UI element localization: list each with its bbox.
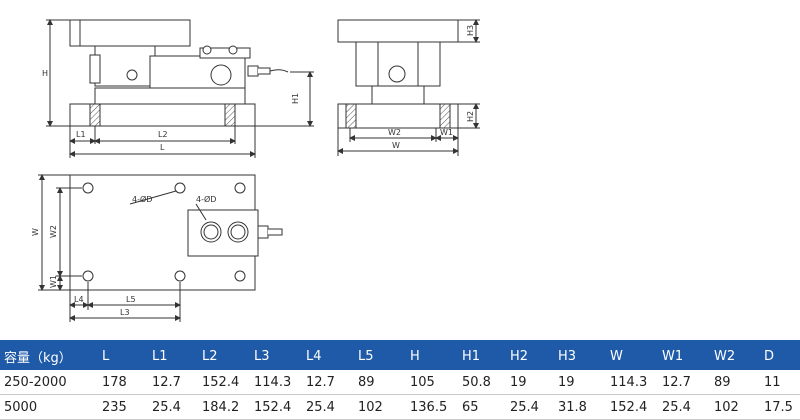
table-cell: 152.4 [254,399,292,415]
dim-label-plan-L4: L4 [74,295,84,304]
column-header: L [102,349,110,364]
table-header-row: 容量（kg） L L1 L2 L3 L4 L5 H H1 H2 H3 W W1 … [0,343,800,370]
table-cell: 25.4 [152,399,181,415]
table-top-border [0,340,800,343]
table-cell: 102 [714,399,739,415]
table-cell: 89 [714,374,731,390]
column-header: W1 [662,349,684,364]
table-cell: 17.5 [764,399,793,415]
table-cell: 235 [102,399,127,415]
technical-drawing: H H1 L1 L2 L H3 H2 W2 W1 W [31,19,480,322]
column-header: H3 [558,349,577,364]
table-cell: 25.4 [306,399,335,415]
table-cell: 12.7 [662,374,691,390]
dim-label-plan-L5: L5 [126,295,136,304]
column-header: H [410,349,420,364]
dim-label-H1: H1 [291,93,300,104]
table-cell: 50.8 [462,374,491,390]
table-cell: 178 [102,374,127,390]
table-cell: 12.7 [306,374,335,390]
column-header: W [610,349,623,364]
dim-label-H3: H3 [466,25,475,36]
dim-label-L: L [160,143,165,152]
table-cell: 25.4 [662,399,691,415]
table-cell: 12.7 [152,374,181,390]
dim-label-L2: L2 [158,130,168,139]
table-cell: 89 [358,374,375,390]
table-cell: 19 [558,374,575,390]
drawing-svg: H H1 L1 L2 L H3 H2 W2 W1 W [31,19,480,322]
table-cell: 19 [510,374,527,390]
table-cell: 5000 [4,399,38,415]
table-row: 250-2000 178 12.7 152.4 114.3 12.7 89 10… [0,370,800,395]
dim-label-plan-L3: L3 [120,308,130,317]
column-header: H2 [510,349,529,364]
column-header: L5 [358,349,374,364]
column-header: L4 [306,349,322,364]
table-cell: 114.3 [610,374,648,390]
table-cell: 11 [764,374,781,390]
dim-label-L1: L1 [76,130,86,139]
dim-label-H2: H2 [466,111,475,122]
column-header: D [764,349,775,364]
table-cell: 250-2000 [4,374,67,390]
table-cell: 184.2 [202,399,240,415]
table-cell: 102 [358,399,383,415]
dim-label-W1: W1 [440,128,453,137]
hole-callout-base: 4-ØD [132,194,152,204]
column-header: L2 [202,349,218,364]
dim-label-plan-W1: W1 [49,275,58,288]
table-cell: 136.5 [410,399,448,415]
dim-label-W: W [392,141,400,150]
dim-label-plan-W2: W2 [49,225,58,238]
plan-view [38,174,283,322]
table-cell: 114.3 [254,374,292,390]
table-cell: 65 [462,399,479,415]
spec-table: 容量（kg） L L1 L2 L3 L4 L5 H H1 H2 H3 W W1 … [0,343,800,420]
front-view [46,19,314,158]
table-cell: 105 [410,374,435,390]
column-header: L3 [254,349,270,364]
table-cell: 152.4 [202,374,240,390]
column-header: L1 [152,349,168,364]
hole-callout-module: 4-ØD [196,194,216,204]
dim-label-plan-W: W [31,228,40,236]
table-cell: 25.4 [510,399,539,415]
dim-label-W2: W2 [388,128,401,137]
table-cell: 152.4 [610,399,648,415]
side-view [337,19,480,156]
column-header: W2 [714,349,736,364]
column-header: 容量（kg） [4,351,72,366]
column-header: H1 [462,349,481,364]
table-cell: 31.8 [558,399,587,415]
dim-label-H: H [42,69,48,78]
